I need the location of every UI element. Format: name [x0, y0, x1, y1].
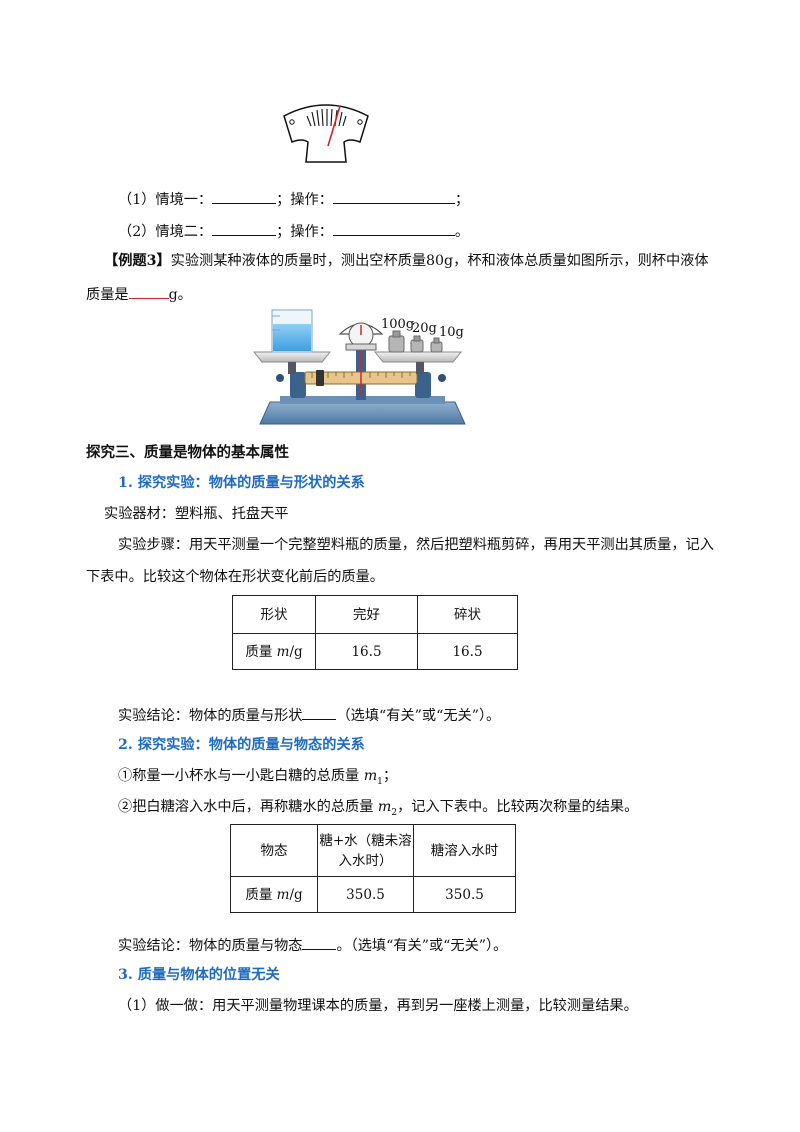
example-tag: 【例题3】: [104, 253, 171, 269]
example3-line1: 【例题3】实验测某种液体的质量时，测出空杯质量80g，杯和液体总质量如图所示，则…: [104, 253, 709, 269]
scenario-2: （2）情境二：；操作：。: [118, 220, 469, 242]
answer-blank[interactable]: [302, 934, 337, 950]
shape-mass-table: 形状 完好 碎状 质量 m/g 16.5 16.5: [232, 595, 518, 670]
part3-heading: 3. 质量与物体的位置无关: [118, 967, 280, 983]
weight-label-10g: 10g: [439, 325, 464, 340]
table-header: 糖溶入水时: [413, 824, 516, 877]
part1-steps-line2: 下表中。比较这个物体在形状变化前后的质量。: [86, 569, 384, 585]
table-row-label: 质量 m/g: [232, 633, 316, 670]
state-mass-table: 物态 糖+水（糖未溶入水时） 糖溶入水时 质量 m/g 350.5 350.5: [230, 824, 516, 913]
answer-blank[interactable]: [212, 188, 277, 204]
section-title: 探究三、质量是物体的基本属性: [86, 444, 289, 461]
answer-blank[interactable]: [128, 283, 169, 299]
part2-heading: 2. 探究实验：物体的质量与物态的关系: [118, 737, 365, 753]
part2-step2: ②把白糖溶入水中后，再称糖水的总质量 m2，记入下表中。比较两次称量的结果。: [118, 799, 639, 818]
part1-equipment: 实验器材：塑料瓶、托盘天平: [104, 506, 289, 522]
table-header: 物态: [230, 824, 318, 877]
table-cell: 16.5: [315, 633, 418, 670]
part1-heading: 1. 探究实验：物体的质量与形状的关系: [118, 475, 365, 491]
table-header: 形状: [232, 595, 316, 634]
part3-item1: （1）做一做：用天平测量物理课本的质量，再到另一座楼上测量，比较测量结果。: [118, 998, 638, 1014]
table-header: 完好: [315, 595, 418, 634]
part2-step1: ①称量一小杯水与一小匙白糖的总质量 m1；: [118, 768, 398, 787]
part1-steps-line1: 实验步骤：用天平测量一个完整塑料瓶的质量，然后把塑料瓶剪碎，再用天平测出其质量，…: [118, 537, 714, 553]
table-cell: 350.5: [317, 876, 414, 913]
part2-conclusion: 实验结论：物体的质量与物态。（选填“有关”或“无关”）。: [118, 934, 507, 956]
balance-figure: 100g 20g 10g: [252, 309, 466, 425]
answer-blank[interactable]: [302, 704, 337, 720]
scale-dial-figure: [283, 104, 369, 163]
answer-blank[interactable]: [212, 220, 277, 236]
answer-blank[interactable]: [332, 188, 455, 204]
scenario-1: （1）情境一：；操作：；: [118, 188, 469, 210]
answer-blank[interactable]: [332, 220, 455, 236]
weight-label-20g: 20g: [412, 321, 437, 336]
table-cell: 16.5: [417, 633, 518, 670]
table-row-label: 质量 m/g: [230, 876, 318, 913]
part1-conclusion: 实验结论：物体的质量与形状（选填“有关”或“无关”）。: [118, 704, 500, 726]
table-cell: 350.5: [413, 876, 516, 913]
table-header: 碎状: [417, 595, 518, 634]
table-header: 糖+水（糖未溶入水时）: [317, 824, 414, 877]
weight-label-100g: 100g: [381, 317, 414, 332]
